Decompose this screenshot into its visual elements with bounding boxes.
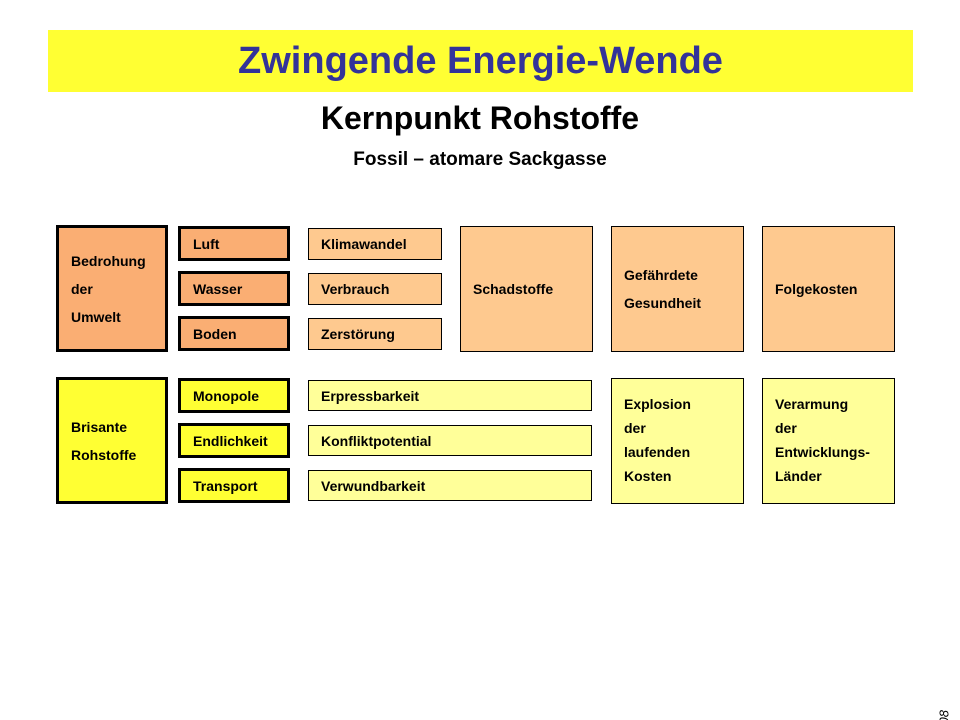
res-effect-verwundbarkeit-box: Verwundbarkeit bbox=[308, 470, 592, 501]
res-cause-transport-box: Transport bbox=[178, 468, 290, 503]
res-impact-kosten-box: Explosion der laufenden Kosten bbox=[611, 378, 744, 504]
res-cause-monopole-box: Monopole bbox=[178, 378, 290, 413]
copyright-text: © H. Scheer 2005 / J. Martin 2008 bbox=[937, 710, 952, 720]
env-header-box: Bedrohung der Umwelt bbox=[56, 225, 168, 352]
res-impact-verarmung-box: Verarmung der Entwicklungs- Länder bbox=[762, 378, 895, 504]
env-impact-schadstoffe-box: Schadstoffe bbox=[460, 226, 593, 352]
res-cause-endlichkeit-box: Endlichkeit bbox=[178, 423, 290, 458]
res-effect-konfliktpotential-box: Konfliktpotential bbox=[308, 425, 592, 456]
title-banner: Zwingende Energie-Wende bbox=[48, 30, 913, 92]
env-cause-boden-box: Boden bbox=[178, 316, 290, 351]
env-cause-luft-box: Luft bbox=[178, 226, 290, 261]
slide-title: Zwingende Energie-Wende bbox=[238, 39, 723, 82]
env-impact-gesundheit-box: Gefährdete Gesundheit bbox=[611, 226, 744, 352]
env-effect-zerstoerung-box: Zerstörung bbox=[308, 318, 442, 350]
env-impact-folgekosten-box: Folgekosten bbox=[762, 226, 895, 352]
res-effect-erpressbarkeit-box: Erpressbarkeit bbox=[308, 380, 592, 411]
env-effect-klimawandel-box: Klimawandel bbox=[308, 228, 442, 260]
env-effect-verbrauch-box: Verbrauch bbox=[308, 273, 442, 305]
res-header-box: Brisante Rohstoffe bbox=[56, 377, 168, 504]
env-cause-wasser-box: Wasser bbox=[178, 271, 290, 306]
slide-tagline: Fossil – atomare Sackgasse bbox=[353, 149, 607, 170]
slide-subtitle: Kernpunkt Rohstoffe bbox=[320, 100, 640, 136]
